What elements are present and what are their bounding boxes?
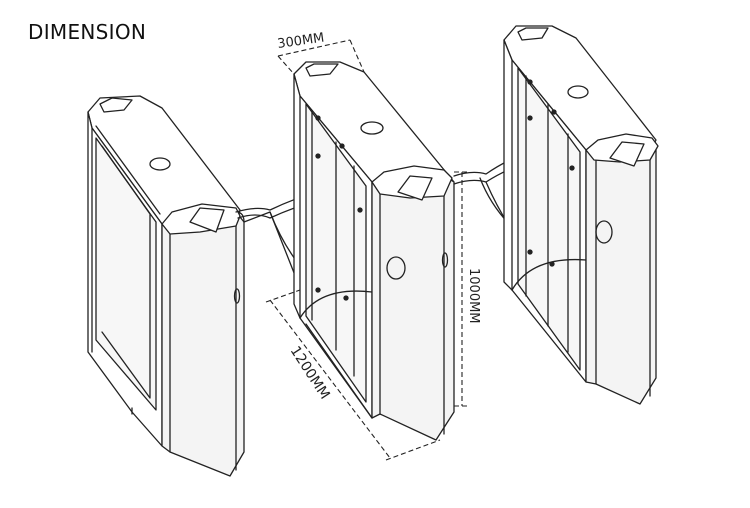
indicator-light-icon (360, 121, 384, 135)
left-cabinet (87, 95, 245, 477)
left-cabinet-end (161, 211, 245, 477)
width-dimension-label: 300MM (276, 31, 325, 52)
height-dimension-label: 1000MM (466, 268, 481, 324)
indicator-light-icon (149, 157, 171, 171)
right-cabinet (503, 25, 659, 405)
middle-cabinet (293, 61, 455, 441)
page-title: DIMENSION (28, 20, 147, 44)
width-dimension-line (277, 39, 351, 57)
length-dimension-line (269, 299, 391, 459)
card-reader-icon (189, 207, 225, 233)
sensor-icon (233, 288, 241, 304)
card-reader-icon (397, 175, 433, 201)
indicator-light-icon (567, 85, 589, 99)
card-reader-icon (609, 141, 645, 167)
sensor-icon (386, 256, 406, 280)
sensor-icon (595, 220, 613, 244)
middle-cabinet-end (371, 175, 455, 441)
